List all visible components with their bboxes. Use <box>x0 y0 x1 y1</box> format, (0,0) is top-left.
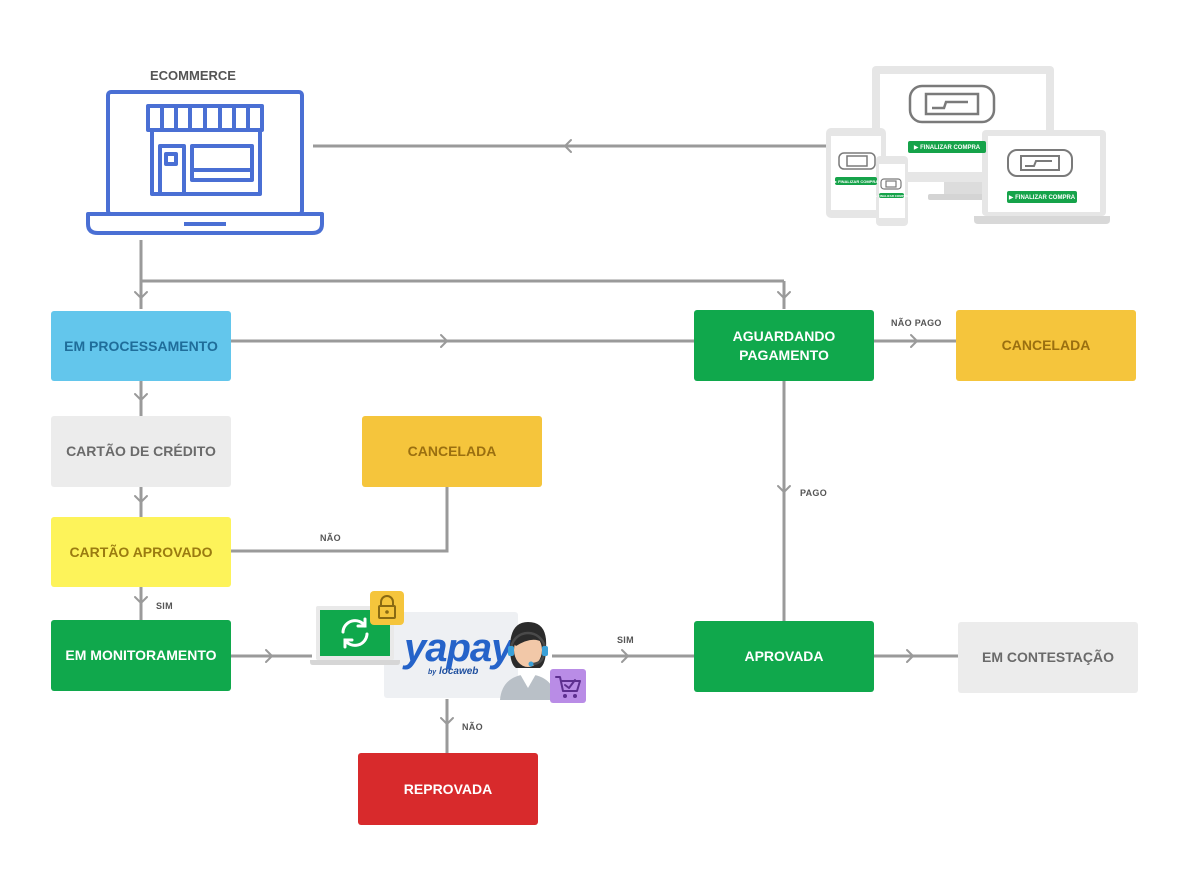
lock-icon <box>370 591 404 625</box>
connector-card-to-cancelada <box>231 487 449 553</box>
ecommerce-label: ECOMMERCE <box>150 68 236 83</box>
arrowhead-down <box>440 717 454 725</box>
edge-label-nao: NÃO <box>320 533 341 543</box>
arrowhead-left <box>564 139 572 153</box>
status-em-contestacao: EM CONTESTAÇÃO <box>958 622 1138 693</box>
finalizar-compra-button[interactable]: ▶ FINALIZAR COMPRA <box>833 177 879 185</box>
edge-label-nao-pago: NÃO PAGO <box>891 318 942 328</box>
status-aprovada: APROVADA <box>694 621 874 692</box>
yapay-card <box>384 612 518 698</box>
edge-label-sim: SIM <box>617 635 634 645</box>
edge-label-sim: SIM <box>156 601 173 611</box>
gamepad-icon <box>908 84 996 124</box>
arrowhead-down <box>134 393 148 401</box>
status-cancelada-right: CANCELADA <box>956 310 1136 381</box>
arrowhead-down <box>134 596 148 604</box>
status-cartao-de-credito: CARTÃO DE CRÉDITO <box>51 416 231 487</box>
gamepad-icon <box>838 152 876 170</box>
edge-label-nao: NÃO <box>462 722 483 732</box>
status-reprovada: REPROVADA <box>358 753 538 825</box>
status-em-monitoramento: EM MONITORAMENTO <box>51 620 231 691</box>
yapay-logo: yapay <box>404 626 513 670</box>
finalizar-compra-button[interactable]: ▶ FINALIZAR COMPRA <box>1007 191 1077 203</box>
agent-icon <box>500 622 556 700</box>
arrowhead-right <box>621 649 629 663</box>
gamepad-icon <box>880 178 902 190</box>
cart-check-icon <box>550 669 586 703</box>
gamepad-icon <box>1007 149 1073 177</box>
arrowhead-down <box>134 495 148 503</box>
arrowhead-down <box>777 291 791 299</box>
storefront-laptop-icon <box>86 90 324 235</box>
arrowhead-right <box>906 649 914 663</box>
arrowhead-right <box>440 334 448 348</box>
finalizar-compra-button[interactable]: ▶ FINALIZAR COMPRA <box>874 193 909 198</box>
status-em-processamento: EM PROCESSAMENTO <box>51 311 231 381</box>
edge-label-pago: PAGO <box>800 488 828 498</box>
status-cartao-aprovado: CARTÃO APROVADO <box>51 517 231 587</box>
yapay-locaweb-tagline: by locaweb <box>428 666 479 677</box>
status-cancelada-left: CANCELADA <box>362 416 542 487</box>
finalizar-compra-button[interactable]: ▶ FINALIZAR COMPRA <box>908 141 986 153</box>
status-aguardando-pagamento: AGUARDANDO PAGAMENTO <box>694 310 874 381</box>
arrowhead-right <box>910 334 918 348</box>
arrowhead-down <box>134 291 148 299</box>
arrowhead-right <box>265 649 273 663</box>
arrowhead-down <box>777 485 791 493</box>
